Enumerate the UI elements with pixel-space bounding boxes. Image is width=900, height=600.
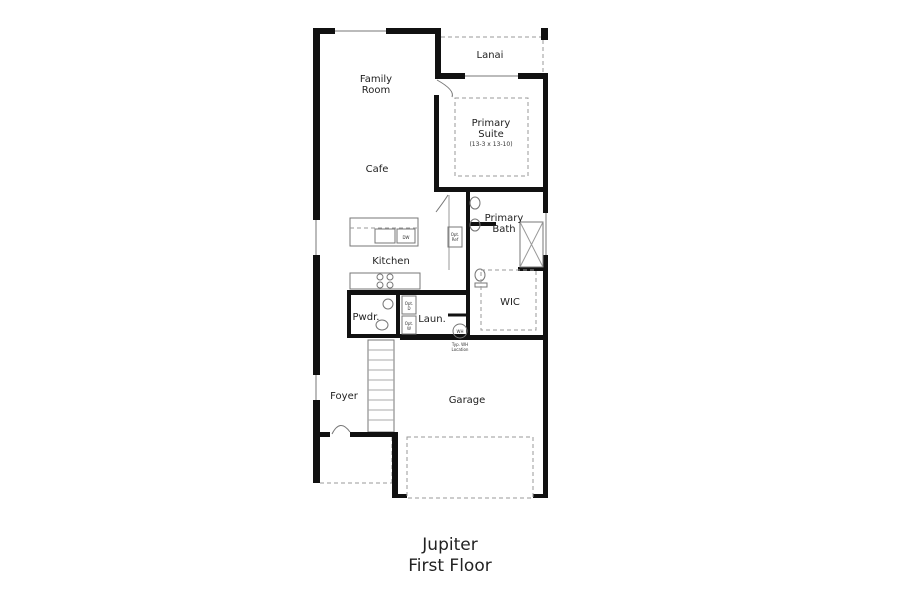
floor-name: First Floor [408,556,492,576]
room-label-primary-bath: Primary [485,213,524,224]
wh-location-label: Typ. WH [451,342,468,347]
room-label-primary-bath-2: Bath [492,224,515,235]
room-label-kitchen: Kitchen [372,256,410,267]
opt-washer-label-2: W [407,326,411,331]
room-label-powder: Pwdr. [353,312,380,323]
bath-walls [435,192,548,340]
room-label-foyer: Foyer [330,391,359,402]
opt-ref-label-2: Ref [452,237,459,242]
room-label-cafe: Cafe [366,164,389,175]
exterior-walls [313,28,548,498]
room-label-garage: Garage [449,395,486,406]
stairs [313,339,398,484]
opt-dryer-label-2: D [407,306,410,311]
kitchen-fixtures [349,217,463,290]
wh-location-label-2: Location [452,347,469,352]
model-name: Jupiter [422,535,478,555]
room-label-laundry: Laun. [418,314,446,325]
garage-walls [392,436,548,499]
lanai-area [441,28,548,73]
room-label-wic: WIC [500,297,520,308]
room-label-lanai: Lanai [477,50,504,61]
opt-dryer-label: Opt. [405,301,414,306]
room-label-family-room-2: Room [362,85,390,96]
opt-washer-label: Opt. [405,321,414,326]
dishwasher-label: DW [402,235,409,240]
powder-laundry-walls [347,290,470,340]
primary-suite-dimensions: (13-3 x 13-10) [469,141,512,148]
opt-ref-label: Opt. [451,232,460,237]
room-label-family-room: Family [360,74,392,85]
room-label-primary-suite-2: Suite [478,129,504,140]
room-label-primary-suite: Primary [472,118,511,129]
primary-suite-walls [434,79,548,192]
water-heater-label: WH [457,329,464,334]
